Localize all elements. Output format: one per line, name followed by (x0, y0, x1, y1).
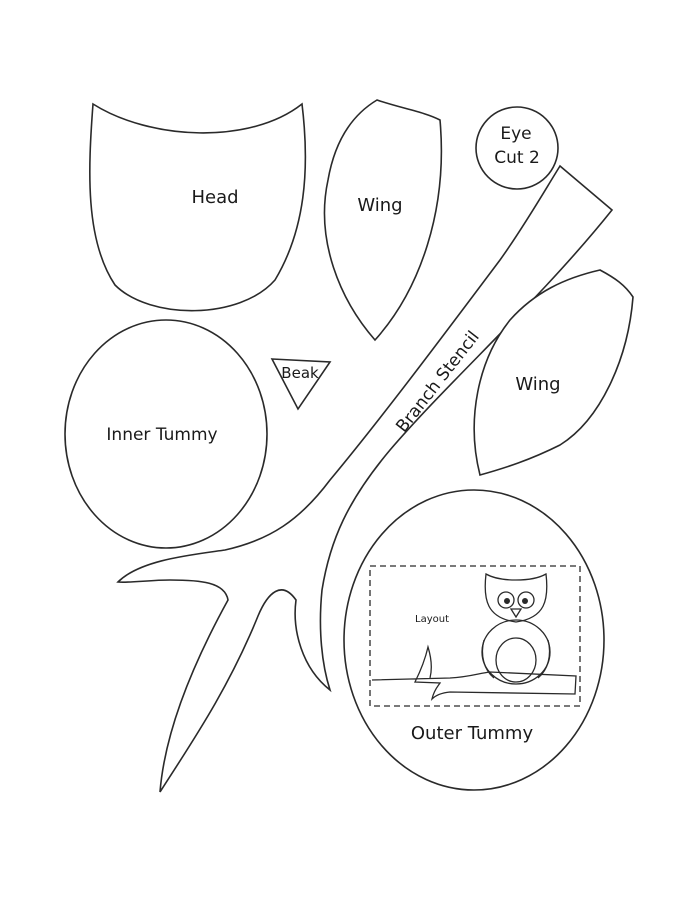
layout-owl-pupil-left (504, 598, 510, 604)
layout-label: Layout (415, 614, 449, 625)
layout-owl-beak (509, 608, 523, 619)
layout-branch (371, 644, 577, 702)
outer-tummy-label: Outer Tummy (411, 723, 534, 744)
layout-owl-wing-right (537, 639, 551, 679)
branch-stencil-piece (116, 164, 614, 793)
layout-owl-eye-left (497, 591, 515, 609)
layout-owl-pupil-right (522, 598, 528, 604)
eye-piece (475, 106, 559, 190)
wing-piece-right (473, 269, 634, 476)
head-label: Head (191, 187, 238, 208)
eye-label-line1: Eye (500, 124, 531, 144)
eye-label-line2: Cut 2 (494, 148, 540, 168)
layout-preview: Layout (369, 565, 581, 707)
wing-piece-left (323, 99, 443, 342)
inner-tummy-label: Inner Tummy (106, 425, 217, 445)
layout-owl-eye-right (517, 591, 535, 609)
inner-tummy-piece (64, 319, 268, 549)
layout-owl-head (484, 572, 548, 623)
beak-piece (270, 358, 332, 411)
layout-owl-tummy (495, 637, 537, 683)
beak-label: Beak (281, 364, 319, 382)
layout-dashed-border (369, 565, 581, 707)
outer-tummy-piece (343, 489, 605, 791)
layout-owl-wing-left (481, 639, 495, 679)
wing-right-label: Wing (515, 374, 560, 395)
head-piece (89, 102, 307, 312)
wing-left-label: Wing (357, 195, 402, 216)
